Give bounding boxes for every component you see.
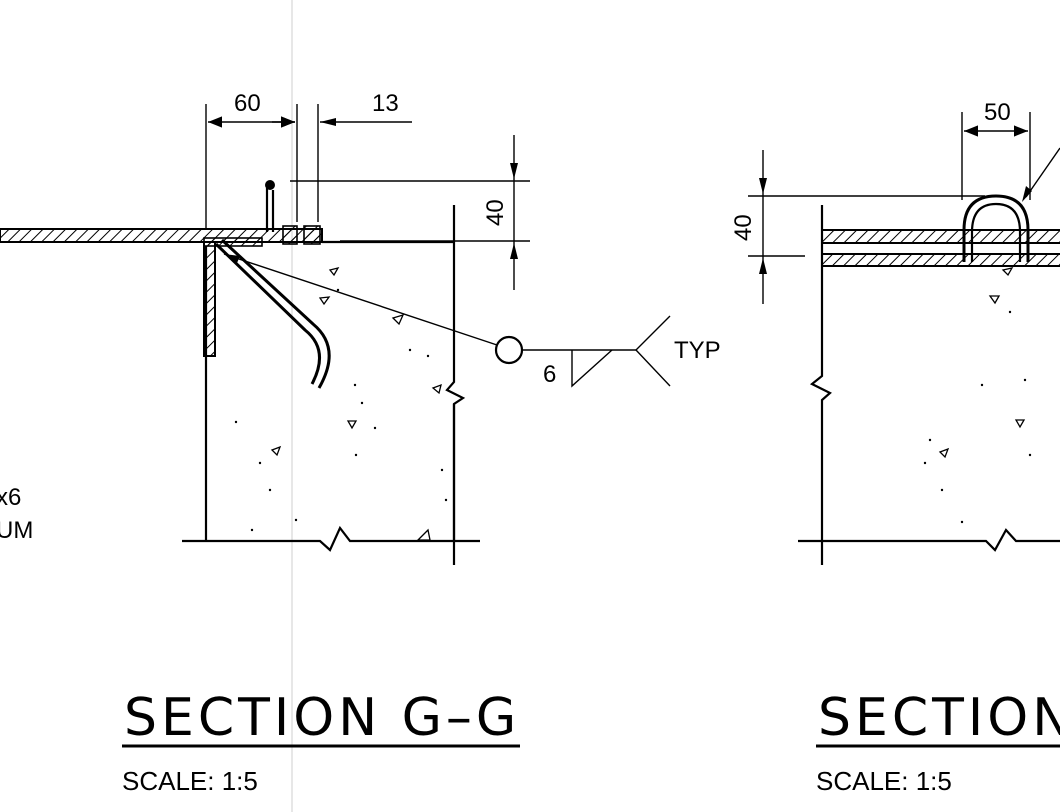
upper-plate xyxy=(821,229,1060,244)
anchor-bar xyxy=(214,242,322,385)
fillet-weld-symbol xyxy=(571,349,613,388)
dim-40-text: 40 xyxy=(482,199,509,226)
dim-50-text: 50 xyxy=(984,99,1011,126)
weld-size-text: 6 xyxy=(543,361,556,388)
section-g-g-scale: SCALE: 1:5 xyxy=(122,766,258,796)
section-right: 50 40 SECTION SCALE: 1:5 xyxy=(730,99,1060,796)
weld-leader xyxy=(223,253,498,346)
right-dim-40-text: 40 xyxy=(730,214,757,241)
pin-head xyxy=(265,180,275,190)
angle-horizontal-leg xyxy=(203,237,263,247)
weld-tail xyxy=(635,315,671,387)
right-concrete-outline xyxy=(809,205,832,565)
lower-plate xyxy=(821,253,1060,267)
dim-60-text: 60 xyxy=(234,90,261,117)
partial-note-line-2: UM xyxy=(0,517,33,544)
weld-all-around-symbol xyxy=(494,335,524,365)
dim-13-text: 13 xyxy=(372,90,399,117)
section-right-title: SECTION xyxy=(818,688,1060,748)
weld-note-text: TYP xyxy=(674,337,721,364)
nosing-block-2 xyxy=(303,225,321,245)
section-g-g: 60 13 40 6 TYP x6 UM ) SECTION G–G SCALE… xyxy=(0,90,721,796)
partial-note-line-1: x6 xyxy=(0,484,21,511)
nosing-block-1 xyxy=(282,225,298,245)
section-right-scale: SCALE: 1:5 xyxy=(816,766,952,796)
lifting-loop xyxy=(962,194,1030,262)
bottom-break-line xyxy=(182,525,480,552)
section-g-g-title: SECTION G–G xyxy=(124,688,520,748)
right-bottom-break xyxy=(798,528,1060,552)
